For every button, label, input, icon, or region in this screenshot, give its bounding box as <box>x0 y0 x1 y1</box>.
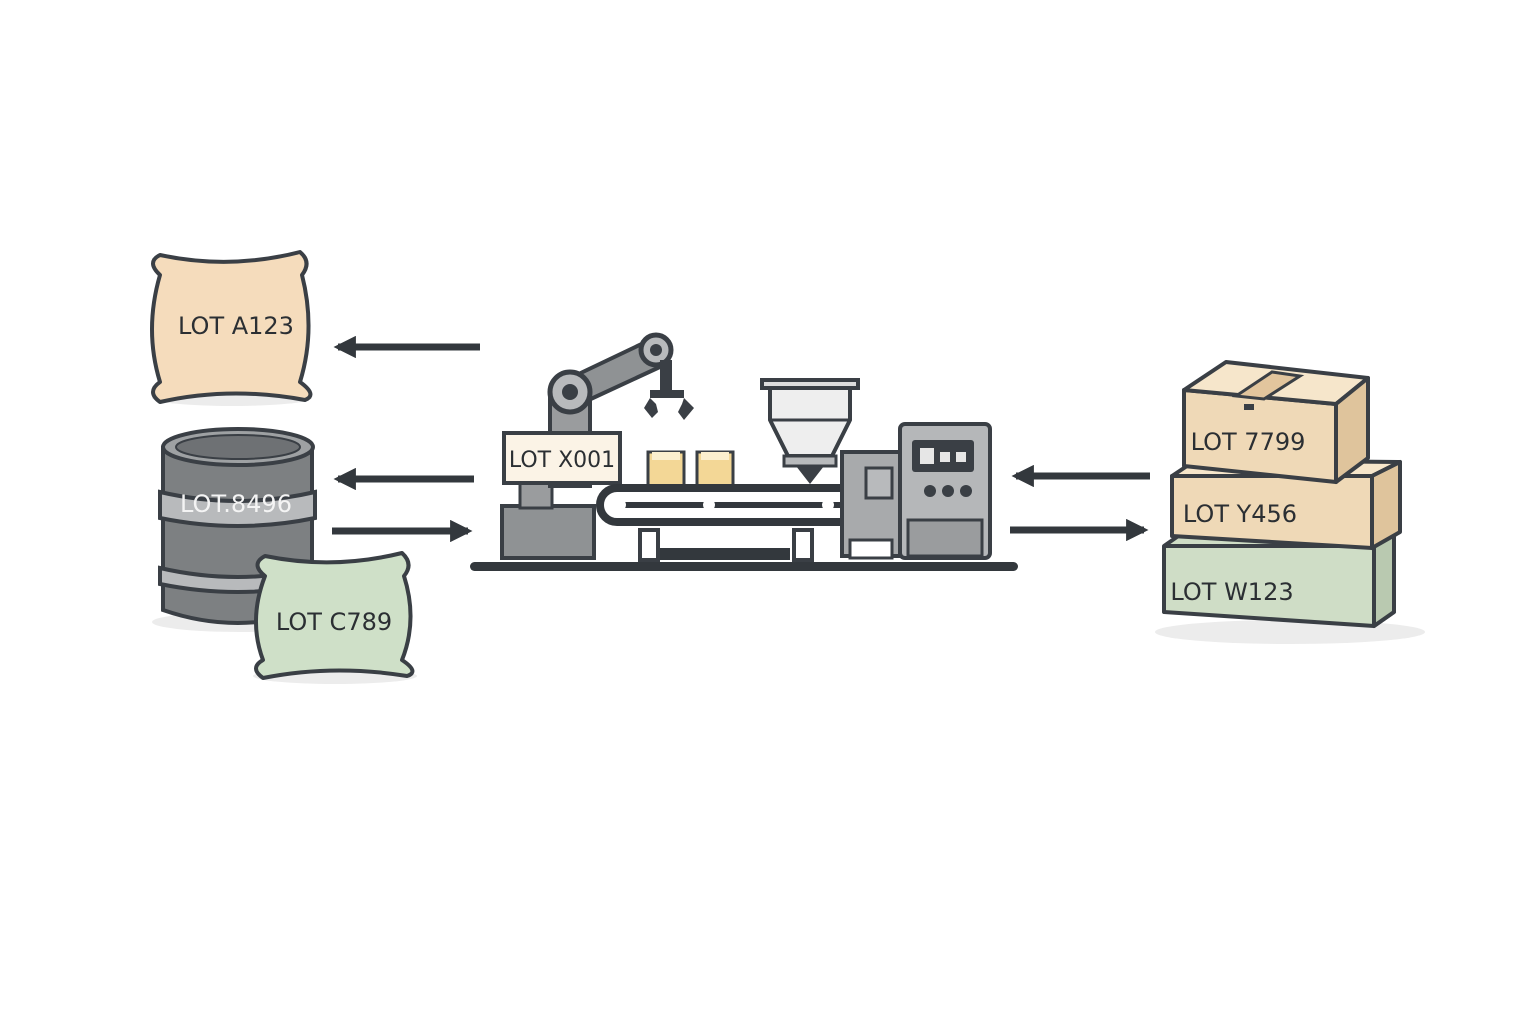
production-machine: LOT X001 <box>470 332 1018 571</box>
hopper-icon <box>760 378 860 484</box>
drum-icon: LOT.8496 <box>152 427 328 632</box>
box-icon: LOT 7799 <box>1182 360 1370 484</box>
conveyor-icon <box>596 484 868 562</box>
sack-icon: LOT A123 <box>150 250 313 406</box>
lot-label-c789: LOT C789 <box>276 608 392 636</box>
control-panel-icon <box>898 422 992 560</box>
lot-label-7799: LOT 7799 <box>1191 428 1306 456</box>
lot-label-x001: LOT X001 <box>509 448 615 473</box>
sack-icon: LOT C789 <box>253 551 417 684</box>
lot-label-w123: LOT W123 <box>1170 578 1293 606</box>
lot-label-a123: LOT A123 <box>178 312 294 340</box>
box-icon: LOT W123 <box>1162 530 1396 628</box>
lot-label-8496: LOT.8496 <box>180 490 292 518</box>
lot-label-y456: LOT Y456 <box>1183 500 1297 528</box>
